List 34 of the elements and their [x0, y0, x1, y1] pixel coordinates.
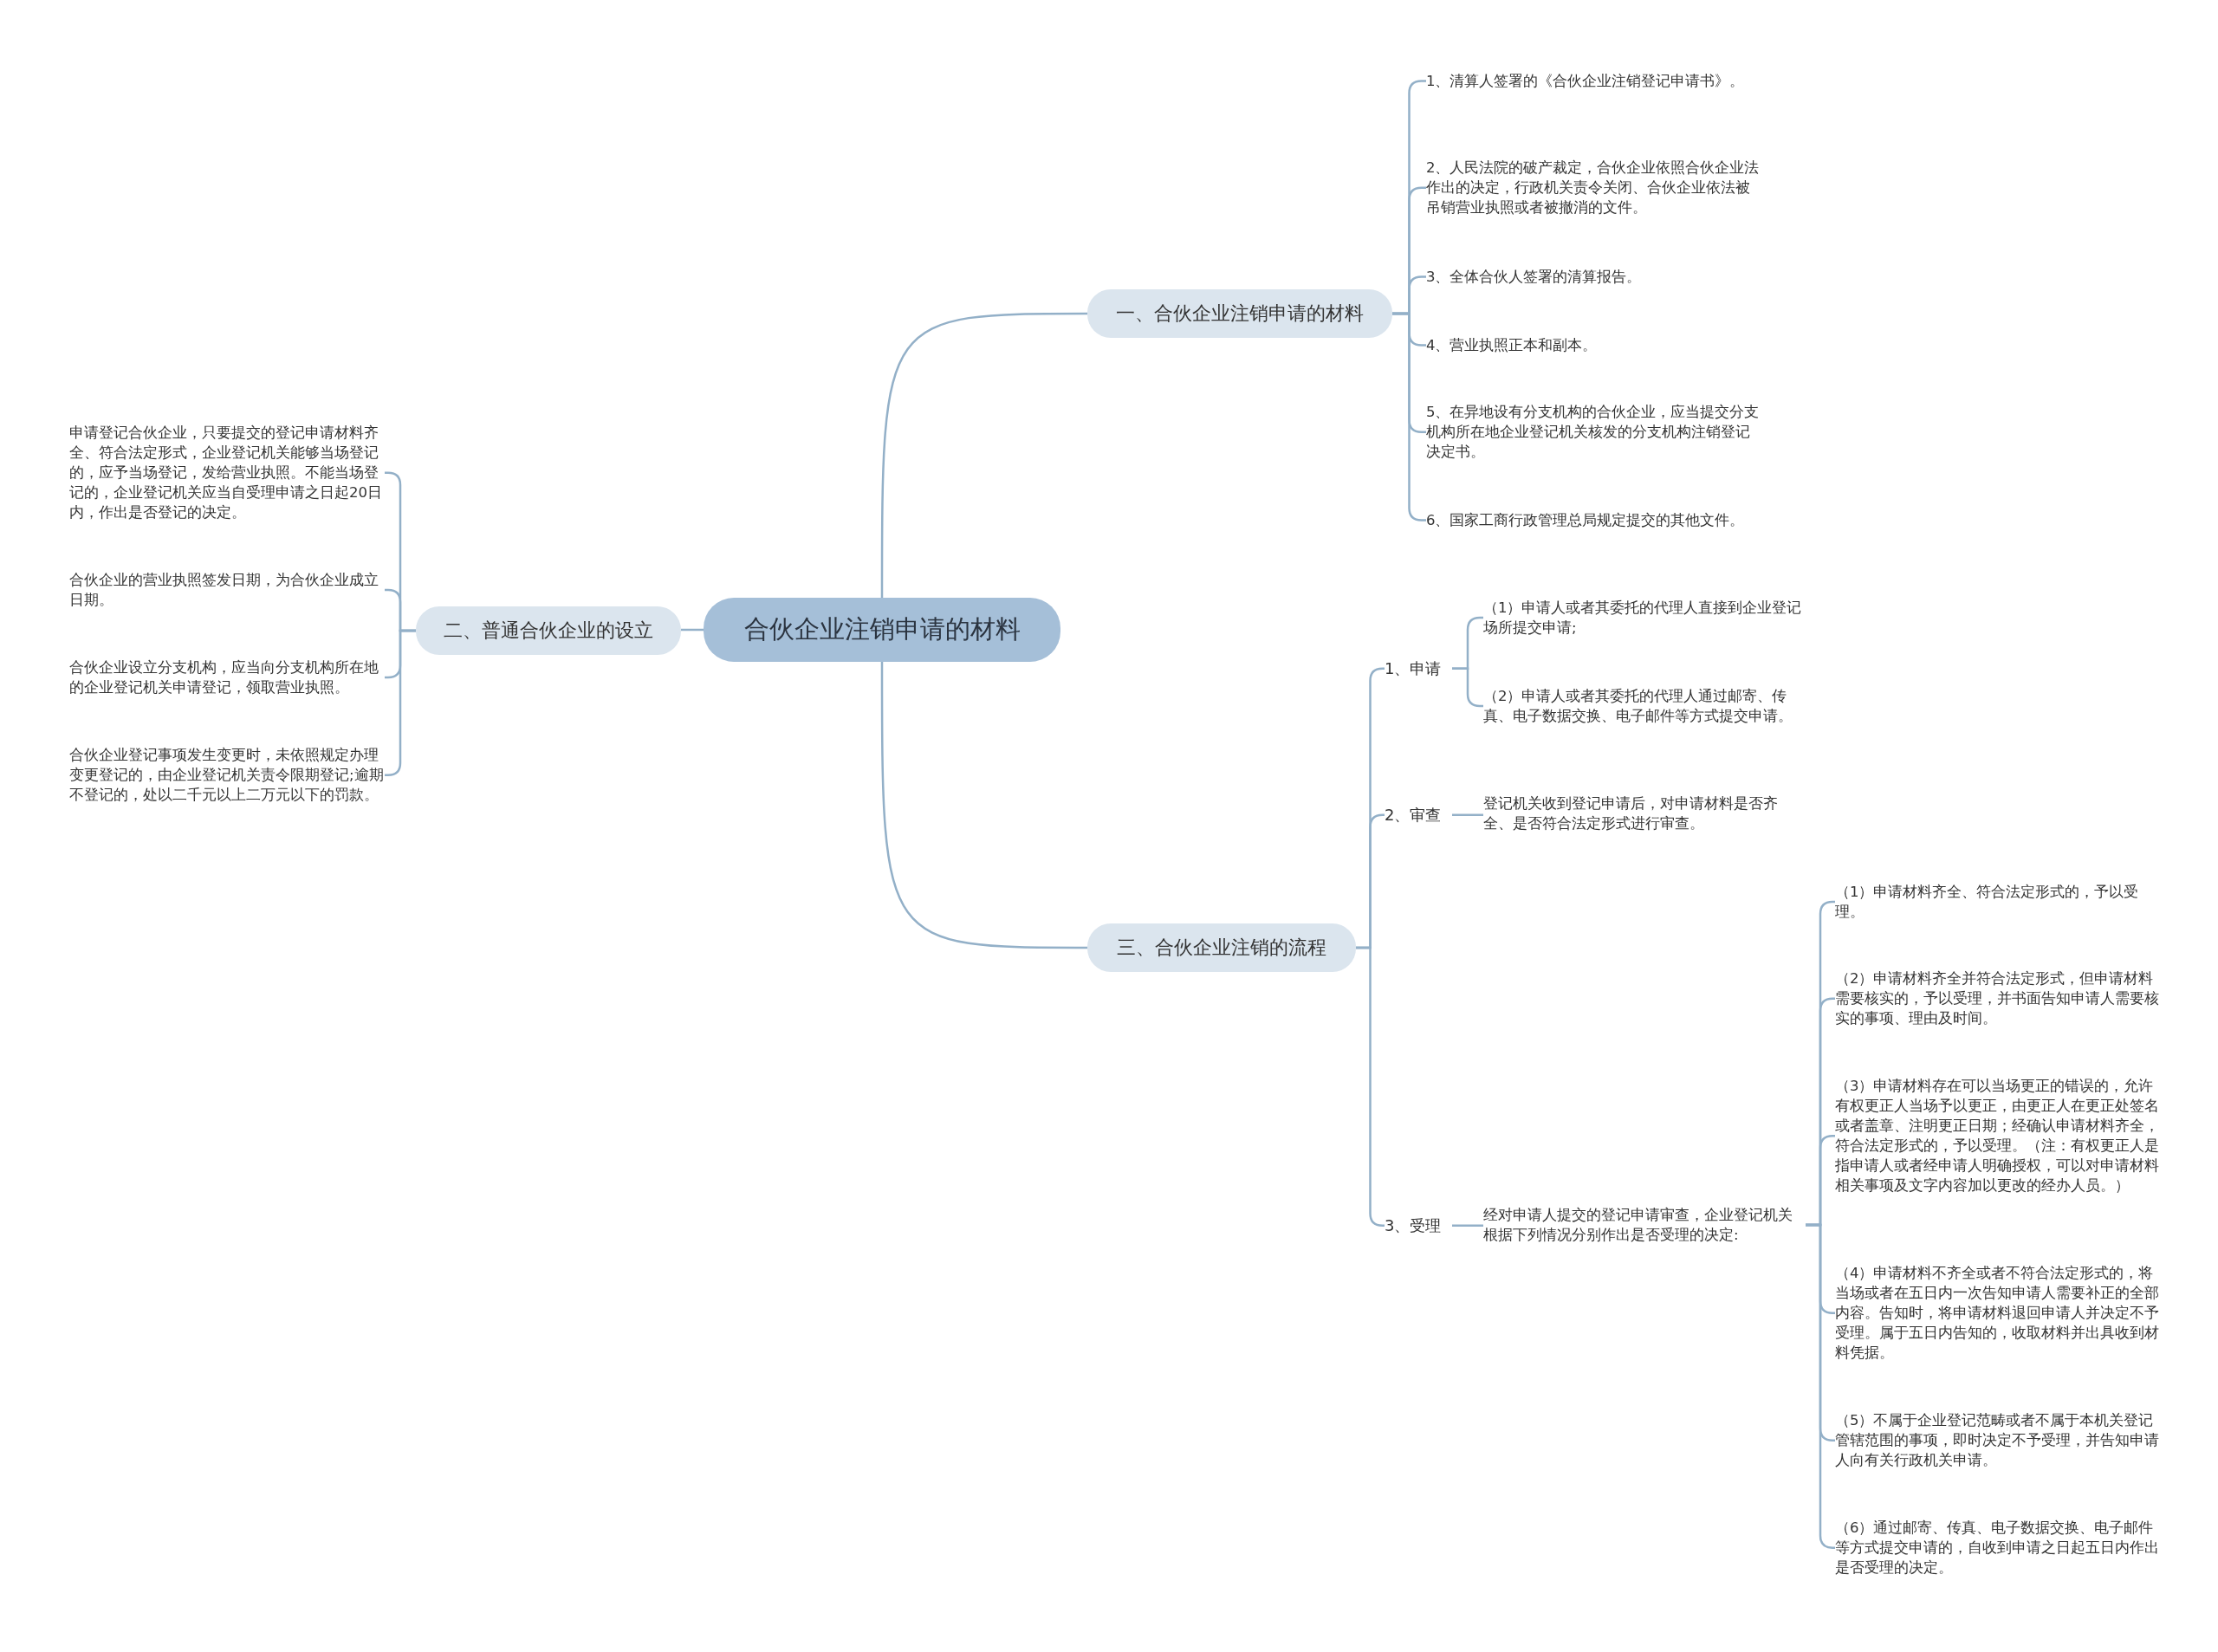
connector-line [880, 662, 1087, 949]
note-text: （5）不属于企业登记范畴或者不属于本机关登记管辖范围的事项，即时决定不予受理，并告知申请人向有关行政机关申请。 [1835, 1410, 2166, 1471]
note-text: 合伙企业设立分支机构，应当向分支机构所在地的企业登记机关申请登记，领取营业执照。 [69, 658, 385, 698]
note-text: 6、国家工商行政管理总局规定提交的其他文件。 [1426, 510, 1764, 531]
note-text: 5、在异地设有分支机构的合伙企业，应当提交分支机构所在地企业登记机关核发的分支机构注销登记决定书。 [1426, 402, 1764, 463]
note-text: （2）申请材料齐全并符合法定形式，但申请材料需要核实的，予以受理，并书面告知申请人需要核实的事项、理由及时间。 [1835, 969, 2166, 1029]
step-label: 3、受理 [1385, 1215, 1452, 1236]
central-topic: 合伙企业注销申请的材料 [704, 598, 1060, 662]
note-text: （1）申请材料齐全、符合法定形式的，予以受理。 [1835, 882, 2166, 923]
connector-line [681, 628, 704, 632]
connector-line [880, 312, 1087, 598]
connector-line [1452, 813, 1483, 816]
connector-line [1806, 1223, 1835, 1549]
note-text: （4）申请材料不齐全或者不符合法定形式的，将当场或者在五日内一次告知申请人需要补正的全部内容。告知时，将申请材料退回申请人并决定不予受理。属于五日内告知的，收取材料并出具收到材料凭据。 [1835, 1263, 2166, 1364]
branch-topic: 一、合伙企业注销申请的材料 [1087, 289, 1392, 338]
note-text: （6）通过邮寄、传真、电子数据交换、电子邮件等方式提交申请的，自收到申请之日起五日内作出是否受理的决定。 [1835, 1518, 2166, 1578]
connector-line [1452, 1224, 1483, 1227]
note-text: 申请登记合伙企业，只要提交的登记申请材料齐全、符合法定形式，企业登记机关能够当场登记的，应予当场登记，发给营业执照。不能当场登记的，企业登记机关应当自受理申请之日起20日内，作出是否登记的决定。 [69, 423, 385, 523]
note-text: 合伙企业的营业执照签发日期，为合伙企业成立日期。 [69, 570, 385, 611]
connector-line [1452, 667, 1483, 708]
note-text: 4、营业执照正本和副本。 [1426, 335, 1764, 356]
note-text: （1）申请人或者其委托的代理人直接到企业登记场所提交申请; [1483, 598, 1806, 638]
note-text: 经对申请人提交的登记申请审查，企业登记机关根据下列情况分别作出是否受理的决定: [1483, 1205, 1806, 1246]
note-text: （3）申请材料存在可以当场更正的错误的，允许有权更正人当场予以更正，由更正人在更正处签名或者盖章、注明更正日期；经确认申请材料齐全，符合法定形式的，予以受理。（注：有权更正人是指申请人或者经申请人明确授权，可以对申请材料相关事项及文字内容加以更改的经办人员。） [1835, 1076, 2166, 1196]
branch-topic: 三、合伙企业注销的流程 [1087, 923, 1356, 972]
note-text: 2、人民法院的破产裁定，合伙企业依照合伙企业法作出的决定，行政机关责令关闭、合伙企业依法被吊销营业执照或者被撤消的文件。 [1426, 158, 1764, 218]
note-text: 合伙企业登记事项发生变更时，未依照规定办理变更登记的，由企业登记机关责令限期登记;逾期不登记的，处以二千元以上二万元以下的罚款。 [69, 745, 385, 806]
step-label: 1、申请 [1385, 658, 1452, 679]
note-text: （2）申请人或者其委托的代理人通过邮寄、传真、电子数据交换、电子邮件等方式提交申请。 [1483, 686, 1806, 727]
note-text: 1、清算人签署的《合伙企业注销登记申请书》。 [1426, 71, 1764, 92]
note-text: 3、全体合伙人签署的清算报告。 [1426, 267, 1764, 288]
branch-topic: 二、普通合伙企业的设立 [416, 606, 681, 655]
note-text: 登记机关收到登记申请后，对申请材料是否齐全、是否符合法定形式进行审查。 [1483, 794, 1806, 834]
step-label: 2、审查 [1385, 805, 1452, 826]
